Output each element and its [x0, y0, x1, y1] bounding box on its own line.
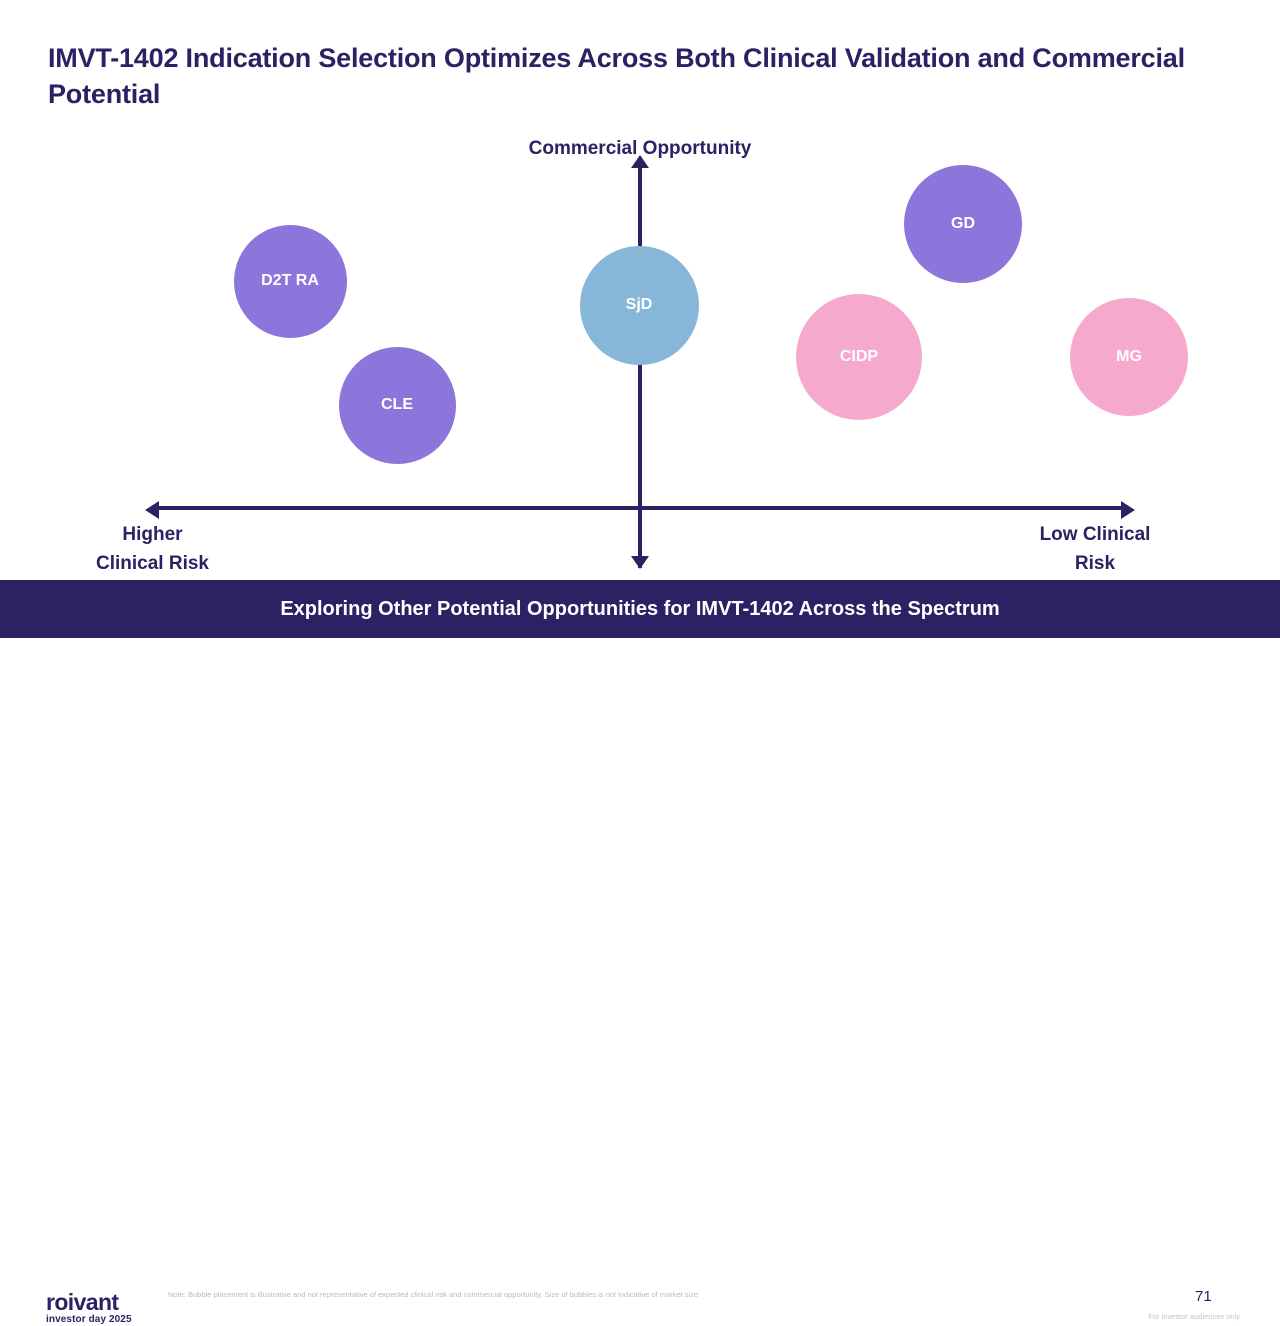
bubble-sjd: SjD — [579, 245, 699, 365]
x-axis-left-label: Higher Clinical Risk — [55, 520, 250, 578]
logo-wordmark: roivant — [46, 1289, 119, 1315]
bubble-cidp: CIDP — [796, 294, 922, 420]
bubble-label: GD — [951, 215, 975, 232]
bubble-chart: Commercial Opportunity Higher Clinical R… — [0, 120, 1280, 580]
bubble-cle: CLE — [338, 346, 456, 464]
y-axis-label: Commercial Opportunity — [528, 138, 752, 159]
bubble-gd: GD — [904, 165, 1022, 283]
bubble-d2t-ra: D2T RA — [233, 224, 347, 338]
logo-tagline: investor day 2025 — [46, 1314, 132, 1325]
bubble-label: CLE — [381, 396, 413, 413]
x-axis-arrow-right-icon — [1121, 501, 1135, 519]
bubble-label: D2T RA — [261, 272, 319, 289]
y-axis-line — [638, 165, 642, 568]
x-axis-right-label: Low Clinical Risk — [1000, 520, 1190, 578]
x-axis-left-label-line1: Higher — [122, 524, 183, 545]
page-number: 71 — [1195, 1288, 1212, 1305]
footnote-text: Note: Bubble placement is illustrative a… — [168, 1290, 699, 1299]
x-axis-right-label-line2: Risk — [1074, 553, 1116, 574]
bubble-label: SjD — [625, 296, 653, 313]
bottom-banner: Exploring Other Potential Opportunities … — [0, 580, 1280, 638]
x-axis-left-label-line2: Clinical Risk — [96, 553, 209, 574]
x-axis-arrow-left-icon — [145, 501, 159, 519]
page-title: IMVT-1402 Indication Selection Optimizes… — [48, 43, 1185, 109]
x-axis-line — [155, 506, 1125, 510]
x-axis-right-label-line1: Low Clinical — [1039, 524, 1151, 545]
slide-root: IMVT-1402 Indication Selection Optimizes… — [0, 43, 1280, 1325]
bubble-label: CIDP — [839, 348, 879, 365]
bubble-mg: MG — [1070, 298, 1188, 416]
audience-note: For investor audiences only — [1148, 1312, 1240, 1321]
roivant-logo: roivant investor day 2025 — [46, 1291, 156, 1326]
bottom-banner-text: Exploring Other Potential Opportunities … — [280, 597, 1000, 620]
footer: roivant investor day 2025 Note: Bubble p… — [0, 638, 1280, 1325]
bubble-label: MG — [1116, 348, 1142, 365]
y-axis-arrow-up-icon — [631, 155, 649, 168]
y-axis-arrow-down-icon — [631, 556, 649, 569]
